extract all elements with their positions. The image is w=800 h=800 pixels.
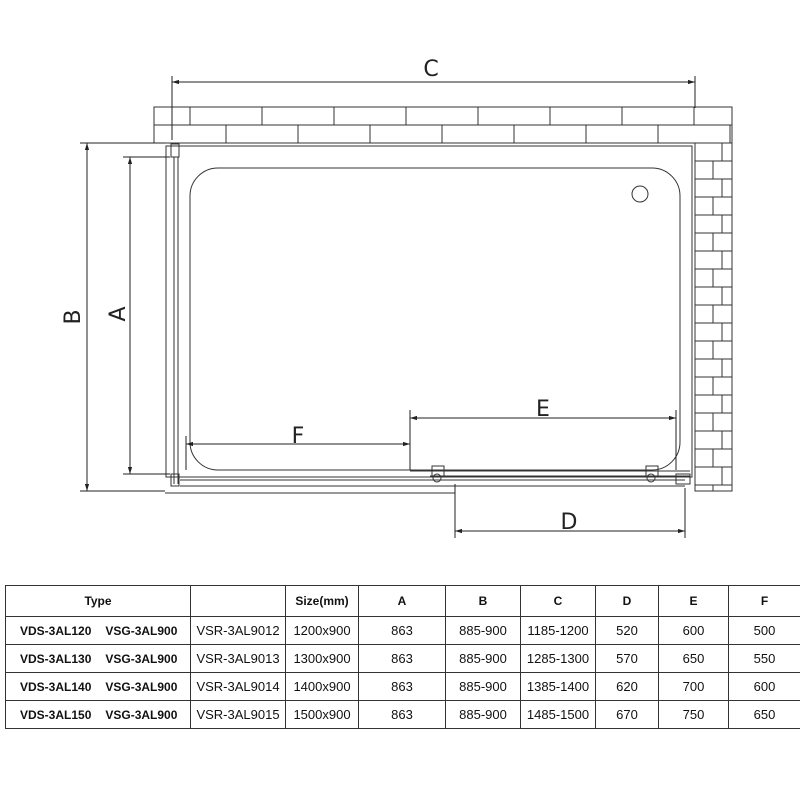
header-e: E [658,585,729,617]
cell-f: 600 [728,672,800,701]
left-fixed-profile [170,143,180,487]
dimension-label-e: E [536,397,550,422]
cell-a: 863 [358,700,446,729]
drain-icon [631,185,649,203]
dimension-label-b: B [61,309,86,324]
header-code [190,585,286,617]
cell-code: VSR-3AL9014 [190,672,286,701]
cell-c: 1385-1400 [520,672,596,701]
shower-tray [165,145,693,478]
cell-code: VSR-3AL9013 [190,644,286,673]
cell-a: 863 [358,644,446,673]
cell-b: 885-900 [445,672,521,701]
header-d: D [595,585,659,617]
cell-a: 863 [358,672,446,701]
dimension-e [409,410,677,470]
cell-c: 1485-1500 [520,700,596,729]
cell-d: 570 [595,644,659,673]
cell-c: 1285-1300 [520,644,596,673]
table-row: VDS-3AL130 VSG-3AL900 VSR-3AL9013 1300x90… [5,644,800,673]
dimension-label-d: D [561,510,578,535]
table-row: VDS-3AL150 VSG-3AL900 VSR-3AL9015 1500x90… [5,700,800,729]
header-c: C [520,585,596,617]
cell-code: VSR-3AL9015 [190,700,286,729]
glass-name: VSG-3AL900 [105,651,178,666]
dimension-b [80,142,165,492]
dimension-label-a: A [106,306,131,321]
dimension-a [123,156,170,475]
dimension-c [171,76,696,140]
roller-icon [432,473,442,483]
header-f: F [728,585,800,617]
cell-code: VSR-3AL9012 [190,616,286,645]
model-name: VDS-3AL150 [20,707,92,722]
header-a: A [358,585,446,617]
model-name: VDS-3AL120 [20,623,92,638]
cell-b: 885-900 [445,700,521,729]
table-row: VDS-3AL140 VSG-3AL900 VSR-3AL9014 1400x90… [5,672,800,701]
header-b: B [445,585,521,617]
model-name: VDS-3AL130 [20,651,92,666]
cell-f: 650 [728,700,800,729]
cell-b: 885-900 [445,644,521,673]
cell-d: 620 [595,672,659,701]
model-name: VDS-3AL140 [20,679,92,694]
cell-e: 650 [658,644,729,673]
glass-name: VSG-3AL900 [105,707,178,722]
cell-size: 1200x900 [285,616,359,645]
dimension-d [454,484,686,538]
header-size: Size(mm) [285,585,359,617]
header-type: Type [5,585,191,617]
cell-size: 1400x900 [285,672,359,701]
sliding-door-rails [165,465,691,494]
table-header-row: Type Size(mm) A B C D E F [5,585,800,617]
top-brick-wall [153,106,733,144]
table-row: VDS-3AL120 VSG-3AL900 VSR-3AL9012 1200x90… [5,616,800,645]
cell-e: 750 [658,700,729,729]
cell-e: 600 [658,616,729,645]
glass-name: VSG-3AL900 [105,679,178,694]
dimension-label-f: F [292,424,305,449]
cell-c: 1185-1200 [520,616,596,645]
cell-size: 1500x900 [285,700,359,729]
roller-icon [646,473,656,483]
cell-d: 520 [595,616,659,645]
cell-f: 500 [728,616,800,645]
shower-plan-drawing: C B A F E D [61,57,733,538]
cell-f: 550 [728,644,800,673]
cell-type: VDS-3AL140 VSG-3AL900 [5,672,191,701]
cell-type: VDS-3AL120 VSG-3AL900 [5,616,191,645]
cell-e: 700 [658,672,729,701]
cell-type: VDS-3AL130 VSG-3AL900 [5,644,191,673]
cell-a: 863 [358,616,446,645]
right-brick-wall [694,142,733,492]
cell-type: VDS-3AL150 VSG-3AL900 [5,700,191,729]
cell-b: 885-900 [445,616,521,645]
dimension-label-c: C [423,57,438,82]
cell-size: 1300x900 [285,644,359,673]
cell-d: 670 [595,700,659,729]
glass-name: VSG-3AL900 [105,623,178,638]
